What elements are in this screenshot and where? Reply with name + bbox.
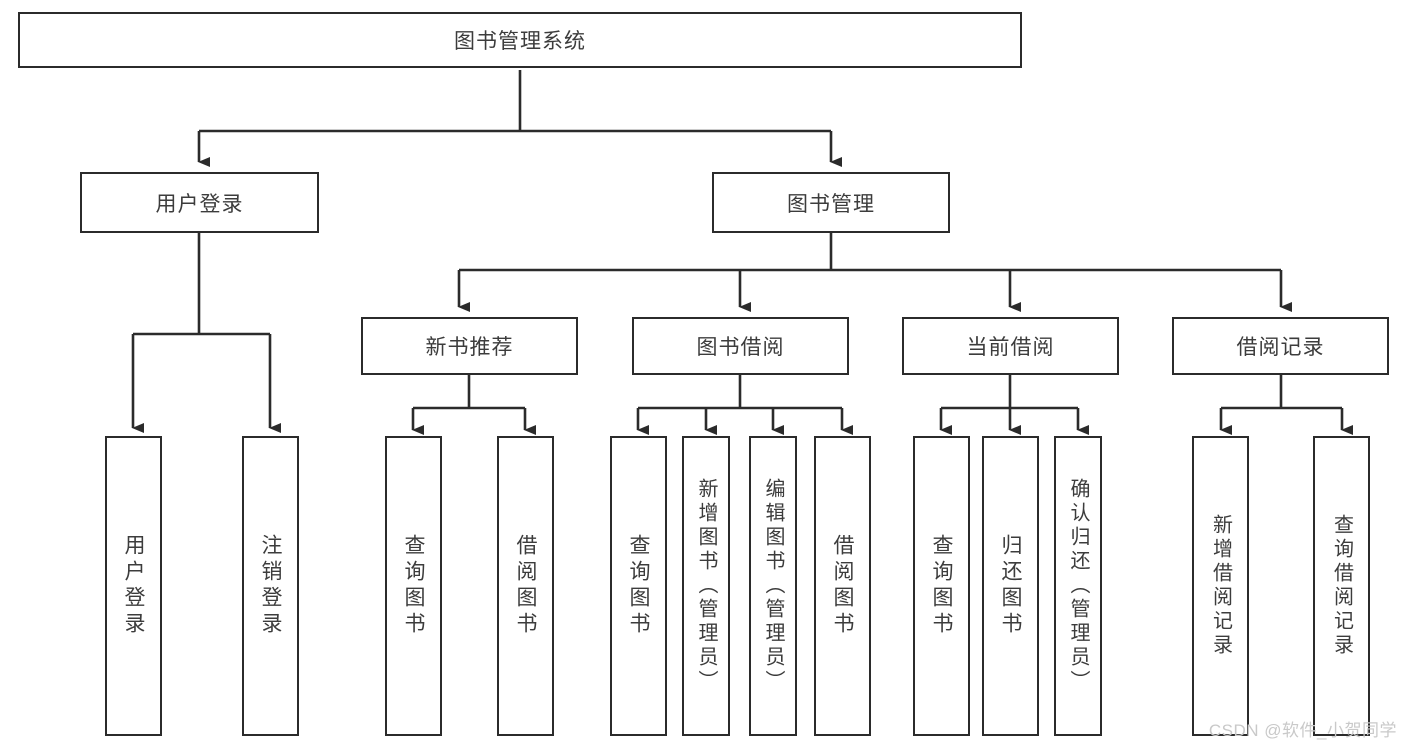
node-leaf-logout[interactable]: 注销登录 — [242, 436, 299, 736]
node-book-borrow-label: 图书借阅 — [696, 336, 785, 359]
node-borrow-record-label: 借阅记录 — [1236, 336, 1325, 359]
node-leaf-edit-book-admin[interactable]: 编辑图书（管理员） — [749, 436, 797, 736]
node-leaf-query-borrow-record-label: 查询借阅记录 — [1330, 514, 1353, 658]
node-borrow-record[interactable]: 借阅记录 — [1172, 317, 1389, 375]
node-leaf-borrow-book-label: 借阅图书 — [831, 534, 854, 638]
node-leaf-add-borrow-record-label: 新增借阅记录 — [1209, 514, 1232, 658]
node-leaf-user-login[interactable]: 用户登录 — [105, 436, 162, 736]
node-leaf-add-book-admin-label: 新增图书（管理员） — [695, 478, 717, 694]
node-book-borrow[interactable]: 图书借阅 — [632, 317, 849, 375]
node-book-management-label: 图书管理 — [787, 192, 875, 216]
node-leaf-borrow-book-recommend-label: 借阅图书 — [514, 534, 537, 638]
node-leaf-borrow-book-recommend[interactable]: 借阅图书 — [497, 436, 554, 736]
node-current-borrow[interactable]: 当前借阅 — [902, 317, 1119, 375]
node-leaf-query-book-borrow-label: 查询图书 — [627, 534, 650, 638]
node-leaf-borrow-book[interactable]: 借阅图书 — [814, 436, 871, 736]
node-leaf-query-borrow-record[interactable]: 查询借阅记录 — [1313, 436, 1370, 736]
node-user-login[interactable]: 用户登录 — [80, 172, 319, 233]
node-leaf-query-book-recommend[interactable]: 查询图书 — [385, 436, 442, 736]
node-leaf-user-login-label: 用户登录 — [122, 534, 145, 638]
node-root-label: 图书管理系统 — [454, 30, 586, 53]
node-root[interactable]: 图书管理系统 — [18, 12, 1022, 68]
watermark-text: CSDN @软件_小贺同学 — [1208, 721, 1397, 740]
node-leaf-add-borrow-record[interactable]: 新增借阅记录 — [1192, 436, 1249, 736]
node-leaf-return-book[interactable]: 归还图书 — [982, 436, 1039, 736]
node-new-book-recommend[interactable]: 新书推荐 — [361, 317, 578, 375]
node-leaf-return-book-label: 归还图书 — [999, 534, 1022, 638]
node-leaf-add-book-admin[interactable]: 新增图书（管理员） — [682, 436, 730, 736]
node-leaf-edit-book-admin-label: 编辑图书（管理员） — [762, 478, 784, 694]
node-book-management[interactable]: 图书管理 — [712, 172, 950, 233]
node-leaf-query-book-current[interactable]: 查询图书 — [913, 436, 970, 736]
node-leaf-query-book-recommend-label: 查询图书 — [402, 534, 425, 638]
node-leaf-query-book-borrow[interactable]: 查询图书 — [610, 436, 667, 736]
node-leaf-query-book-current-label: 查询图书 — [930, 534, 953, 638]
node-leaf-logout-label: 注销登录 — [259, 534, 282, 638]
node-leaf-confirm-return-admin[interactable]: 确认归还（管理员） — [1054, 436, 1102, 736]
node-current-borrow-label: 当前借阅 — [966, 336, 1055, 359]
node-user-login-label: 用户登录 — [155, 192, 244, 216]
node-leaf-confirm-return-admin-label: 确认归还（管理员） — [1067, 478, 1089, 694]
node-new-book-recommend-label: 新书推荐 — [425, 336, 514, 359]
